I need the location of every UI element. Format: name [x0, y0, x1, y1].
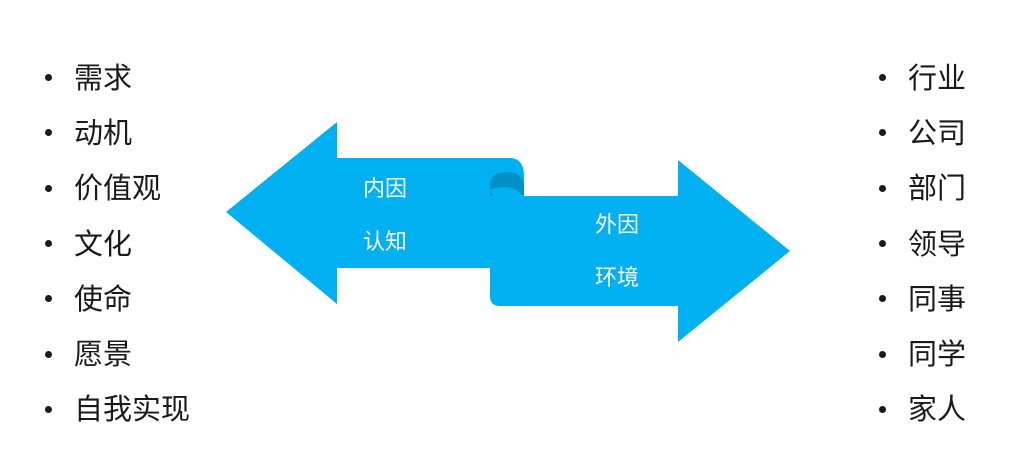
- bullet-icon: [45, 240, 52, 248]
- bullet-icon: [879, 184, 886, 192]
- list-item: 使命: [45, 271, 190, 326]
- right-arrow-label-2: 环境: [595, 266, 639, 291]
- internal-factors-list: 需求 动机 价值观 文化 使命 愿景 自我实现: [45, 50, 190, 437]
- list-item: 同事: [879, 271, 966, 326]
- list-item-label: 行业: [908, 60, 967, 95]
- left-arrow-label-1: 内因: [363, 177, 407, 202]
- bullet-icon: [879, 405, 886, 413]
- list-item-label: 动机: [74, 115, 133, 150]
- list-item-label: 价值观: [74, 171, 162, 206]
- list-item-label: 公司: [908, 115, 967, 150]
- list-item: 价值观: [45, 161, 190, 216]
- bullet-icon: [45, 74, 52, 82]
- bullet-icon: [45, 295, 52, 303]
- bullet-icon: [879, 295, 886, 303]
- list-item: 需求: [45, 50, 190, 105]
- bullet-icon: [45, 129, 52, 137]
- bullet-icon: [45, 350, 52, 358]
- bullet-icon: [45, 184, 52, 192]
- list-item-label: 文化: [74, 226, 133, 261]
- list-item: 自我实现: [45, 382, 190, 437]
- left-arrow-shape: [226, 122, 524, 304]
- list-item: 动机: [45, 105, 190, 160]
- bullet-icon: [45, 405, 52, 413]
- list-item: 家人: [879, 382, 966, 437]
- list-item-label: 部门: [908, 171, 967, 206]
- list-item: 行业: [879, 50, 966, 105]
- bullet-icon: [879, 350, 886, 358]
- list-item: 同学: [879, 326, 966, 381]
- list-item-label: 家人: [908, 392, 967, 427]
- list-item: 文化: [45, 216, 190, 271]
- ribbon-twist-shape: [490, 187, 524, 296]
- list-item: 愿景: [45, 326, 190, 381]
- bullet-icon: [879, 74, 886, 82]
- list-item-label: 使命: [74, 281, 133, 316]
- list-item: 公司: [879, 105, 966, 160]
- external-factors-list: 行业 公司 部门 领导 同事 同学 家人: [879, 50, 966, 437]
- list-item-label: 同事: [908, 281, 967, 316]
- list-item-label: 愿景: [74, 337, 133, 372]
- list-item-label: 领导: [908, 226, 967, 261]
- list-item: 领导: [879, 216, 966, 271]
- bullet-icon: [879, 129, 886, 137]
- right-arrow-shape: [490, 160, 790, 342]
- list-item-label: 同学: [908, 337, 967, 372]
- left-arrow-label-2: 认知: [363, 230, 407, 255]
- bullet-icon: [879, 240, 886, 248]
- right-arrow-label-1: 外因: [595, 213, 639, 238]
- list-item-label: 需求: [74, 60, 133, 95]
- list-item: 部门: [879, 161, 966, 216]
- list-item-label: 自我实现: [74, 392, 191, 427]
